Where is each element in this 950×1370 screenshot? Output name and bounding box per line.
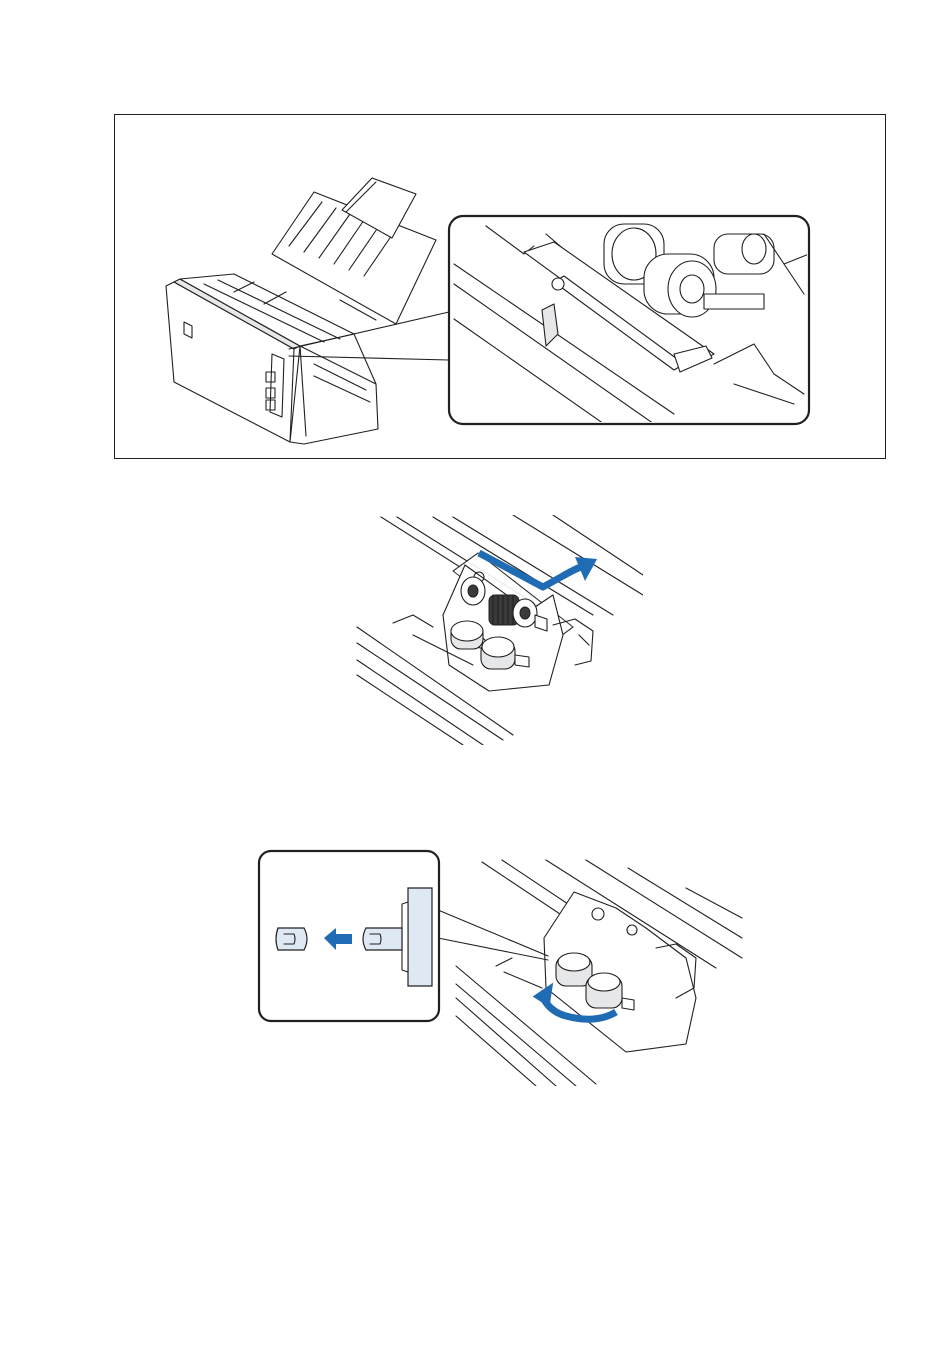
figure-scanner-open <box>114 114 886 459</box>
figure-roller-removal <box>256 848 746 1086</box>
roller-assembly-icon <box>353 515 643 745</box>
callout-magnified-view <box>449 216 809 424</box>
figure-roller-cover <box>353 515 643 745</box>
scanner-open-icon <box>114 114 886 459</box>
roller-removal-icon <box>256 848 746 1086</box>
